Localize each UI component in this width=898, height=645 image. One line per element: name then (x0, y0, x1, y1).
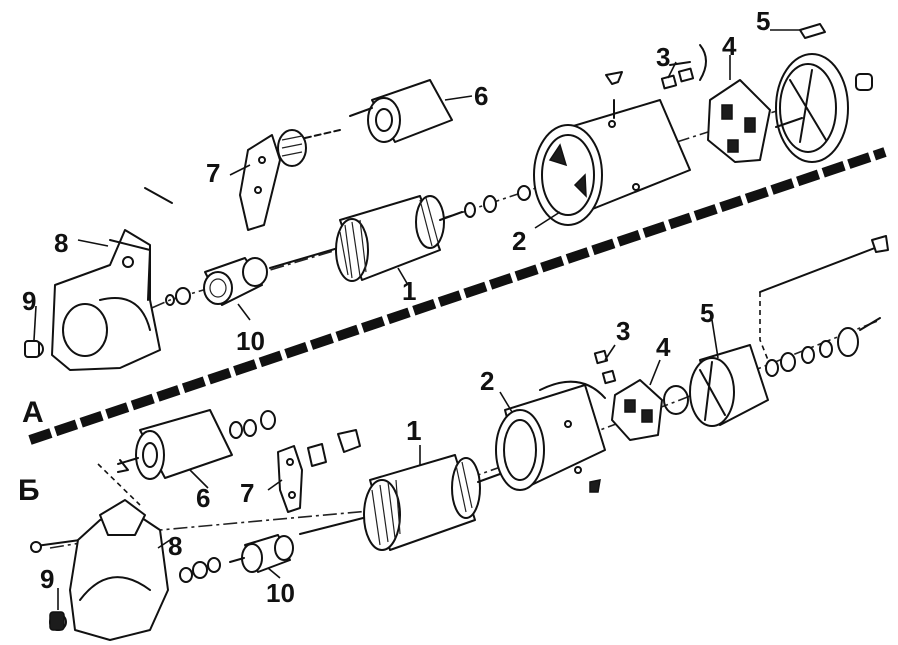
b-part-4-brush-holder (611, 379, 689, 441)
a-callout-3: 3 (656, 42, 670, 72)
divider-band (28, 147, 887, 445)
variant-label-b: Б (18, 474, 40, 507)
a-part-4-brush-holder (707, 79, 771, 163)
b-callout-3: 3 (616, 316, 630, 346)
a-callout-1: 1 (402, 276, 416, 306)
a-part-7-fork-lever (239, 129, 341, 231)
a-callout-9: 9 (22, 286, 36, 316)
a-part-8-drive-housing (51, 229, 161, 371)
variant-label-a: А (22, 396, 44, 429)
b-callout-2: 2 (480, 366, 494, 396)
b-part-1-armature (299, 454, 501, 551)
a-washers-rear (464, 185, 531, 218)
b-part-10-clutch (229, 534, 294, 573)
b-part-7-fork-lever (277, 429, 361, 513)
a-callout-6: 6 (474, 81, 488, 111)
b-part-2-stator (495, 380, 606, 493)
a-part-3-brushes (660, 44, 707, 90)
b-callout-7: 7 (240, 478, 254, 508)
a-callout-7: 7 (206, 158, 220, 188)
b-callout-1: 1 (406, 415, 422, 446)
b-part-5-end-cover (689, 344, 769, 427)
assembly-a: 6 7 8 9 10 1 2 3 4 5 (22, 6, 873, 371)
b-part-6-solenoid (117, 409, 276, 480)
a-callout-5: 5 (756, 6, 770, 36)
b-part-9-bushing (49, 611, 67, 631)
a-callout-4: 4 (722, 31, 737, 61)
b-callout-9: 9 (40, 564, 54, 594)
a-leaders (33, 29, 800, 341)
a-part-2-stator (533, 71, 691, 226)
b-callout-10: 10 (266, 578, 295, 608)
b-washers-rear (765, 317, 881, 377)
a-washers-front (165, 287, 191, 306)
b-washers-front (179, 557, 221, 583)
a-part-9-bushing (24, 340, 44, 358)
b-screw-left (30, 539, 81, 553)
b-callout-4: 4 (656, 332, 671, 362)
b-through-bolt (759, 235, 889, 366)
assembly-b: 6 7 8 9 10 1 2 3 4 5 (30, 235, 889, 641)
a-part-10-clutch (203, 257, 268, 306)
a-part-6-solenoid (349, 79, 453, 143)
a-callout-10: 10 (236, 326, 265, 356)
b-callout-5: 5 (700, 298, 714, 328)
a-pin (144, 187, 173, 204)
b-part-8-drive-housing (69, 463, 169, 641)
a-part-1-armature (269, 195, 463, 282)
b-callout-8: 8 (168, 531, 182, 561)
b-part-3-brushes (593, 349, 617, 385)
a-callout-8: 8 (54, 228, 68, 258)
a-part-5-end-cover (775, 23, 873, 163)
b-leaders (57, 319, 719, 610)
b-callout-6: 6 (196, 483, 210, 513)
a-callout-2: 2 (512, 226, 526, 256)
